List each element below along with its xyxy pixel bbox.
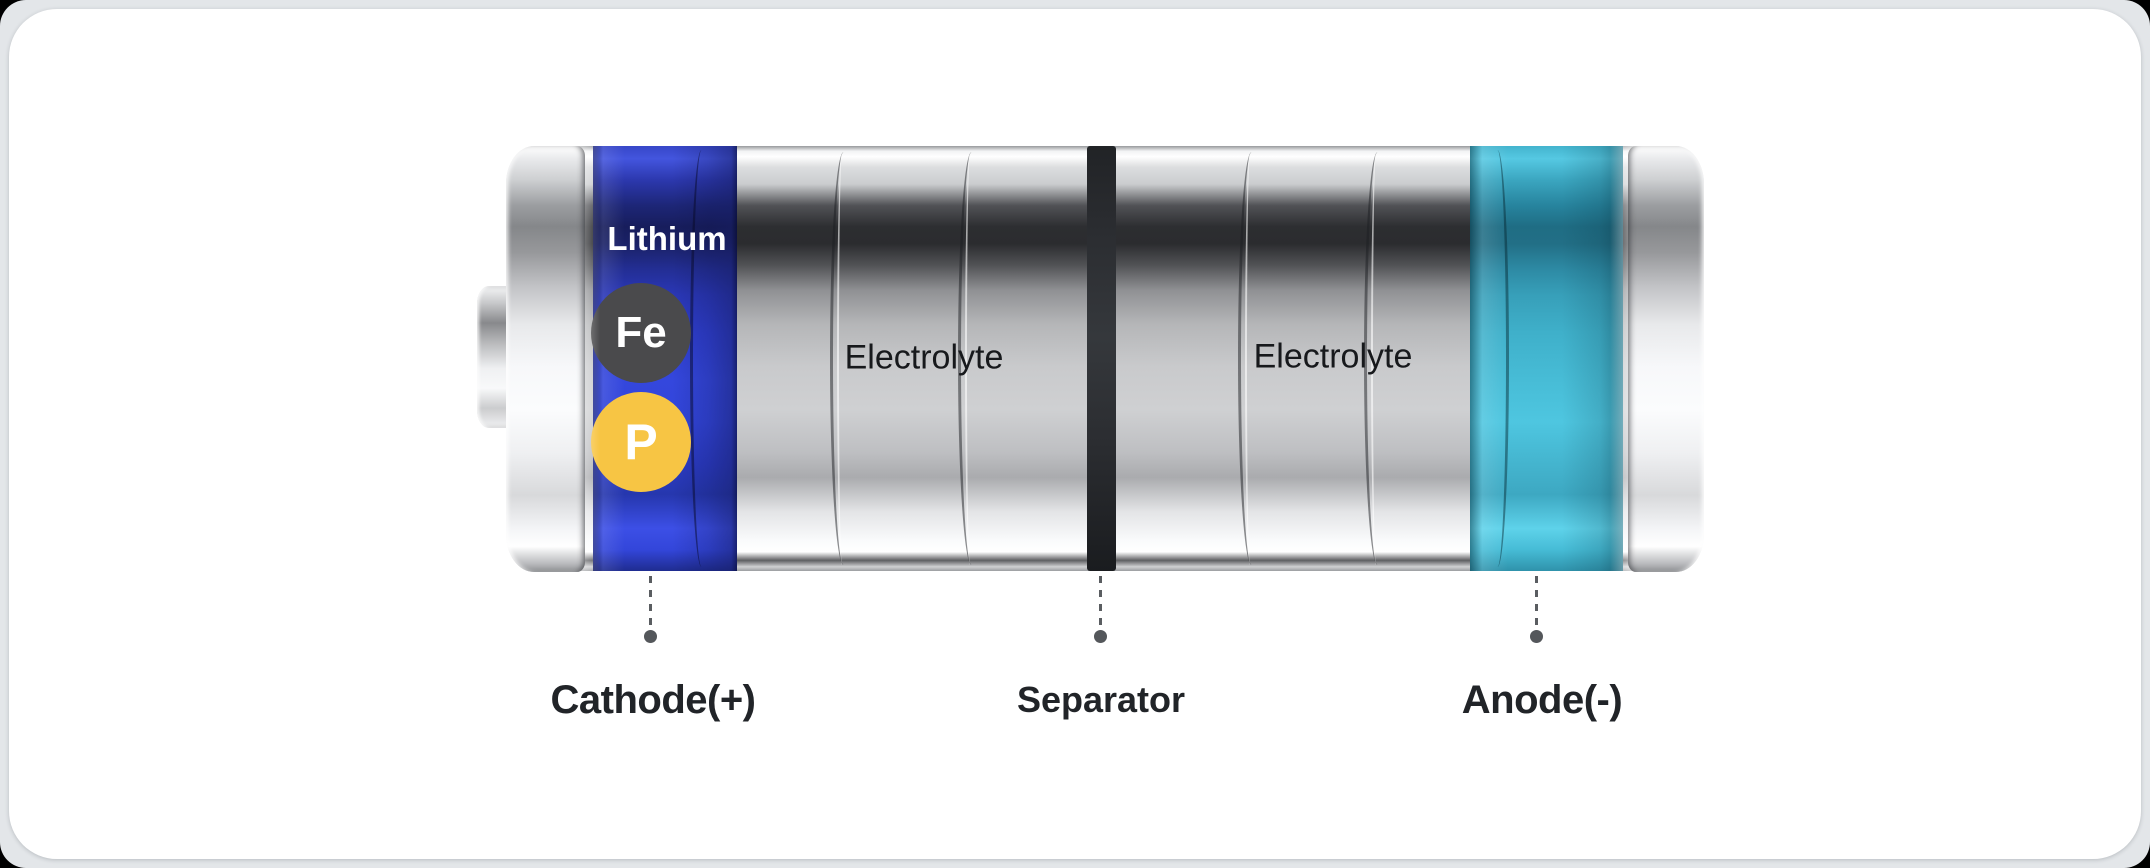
- seam-line: [1238, 152, 1265, 565]
- cathode-leader-line: [649, 576, 652, 626]
- lithium-label: Lithium: [607, 220, 727, 257]
- cathode-band: Lithium Fe P: [591, 146, 737, 571]
- cathode-leader-dot: [644, 630, 657, 643]
- p-label: P: [624, 414, 658, 470]
- separator-leader-line: [1099, 576, 1102, 626]
- electrolyte-label-left: Electrolyte: [844, 338, 1004, 377]
- cathode-band-inner-edge: [690, 150, 713, 567]
- cathode-label: Cathode(+): [550, 678, 757, 722]
- fe-circle: Fe: [591, 283, 691, 383]
- battery-right-cap: [1628, 146, 1704, 572]
- anode-label: Anode(-): [1461, 678, 1623, 722]
- anode-leader-dot: [1530, 630, 1543, 643]
- separator-label: Separator: [1016, 679, 1186, 720]
- anode-band-inner-edge: [1486, 150, 1509, 567]
- p-circle: P: [591, 392, 691, 492]
- seam-line: [830, 152, 857, 565]
- separator-band: [1087, 146, 1116, 571]
- fe-label: Fe: [615, 308, 667, 357]
- battery-left-cap: [506, 146, 585, 572]
- anode-band: [1470, 146, 1623, 571]
- seam-line: [1364, 152, 1391, 565]
- seam-line: [958, 152, 985, 565]
- battery-body: Lithium Fe P Electrolyte Electrolyte: [556, 146, 1654, 571]
- anode-leader-line: [1535, 576, 1538, 626]
- separator-leader-dot: [1094, 630, 1107, 643]
- electrolyte-label-right: Electrolyte: [1253, 337, 1413, 376]
